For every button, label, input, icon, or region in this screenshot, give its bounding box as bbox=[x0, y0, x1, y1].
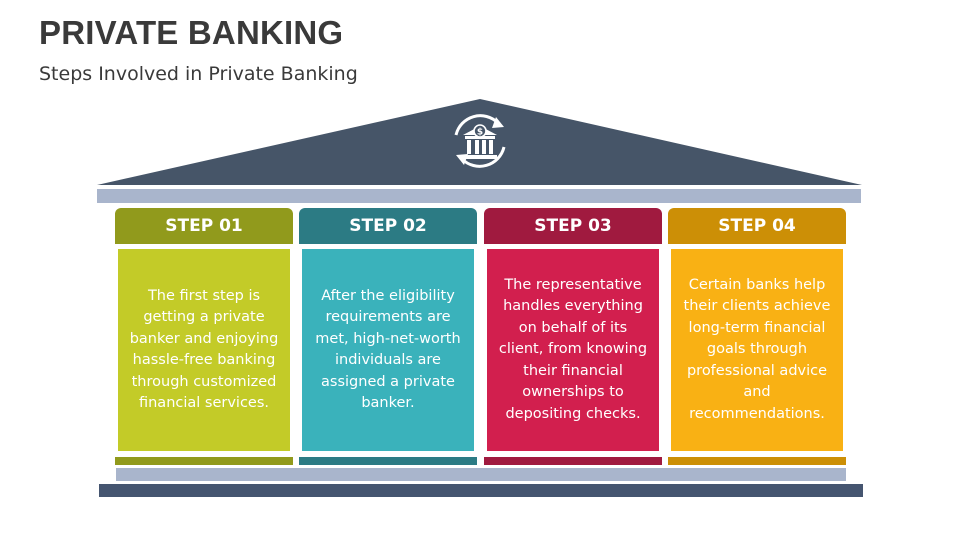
step-02-pillar: After the eligibility requirements are m… bbox=[302, 249, 474, 451]
step-03-pillar: The representative handles everything on… bbox=[487, 249, 659, 451]
page-subtitle: Steps Involved in Private Banking bbox=[39, 63, 358, 85]
step-04-pillar-base bbox=[668, 457, 846, 465]
foundation-lower bbox=[99, 484, 863, 497]
step-01-pillar-base bbox=[115, 457, 293, 465]
step-02-pillar-base bbox=[299, 457, 477, 465]
step-03-pillar-base bbox=[484, 457, 662, 465]
bank-dollar-cycle-icon: $ bbox=[454, 114, 506, 168]
step-01-pillar: The first step is getting a private bank… bbox=[118, 249, 290, 451]
step-01-header: STEP 01 bbox=[115, 208, 293, 244]
roof-beam bbox=[97, 189, 861, 203]
step-04-header: STEP 04 bbox=[668, 208, 846, 244]
foundation-upper bbox=[116, 468, 846, 481]
roof-triangle bbox=[97, 99, 862, 185]
bank-roof: $ bbox=[97, 99, 862, 185]
page-title: PRIVATE BANKING bbox=[39, 14, 344, 51]
step-04-pillar: Certain banks help their clients achieve… bbox=[671, 249, 843, 451]
svg-text:$: $ bbox=[477, 128, 483, 138]
step-02-header: STEP 02 bbox=[299, 208, 477, 244]
step-03-header: STEP 03 bbox=[484, 208, 662, 244]
